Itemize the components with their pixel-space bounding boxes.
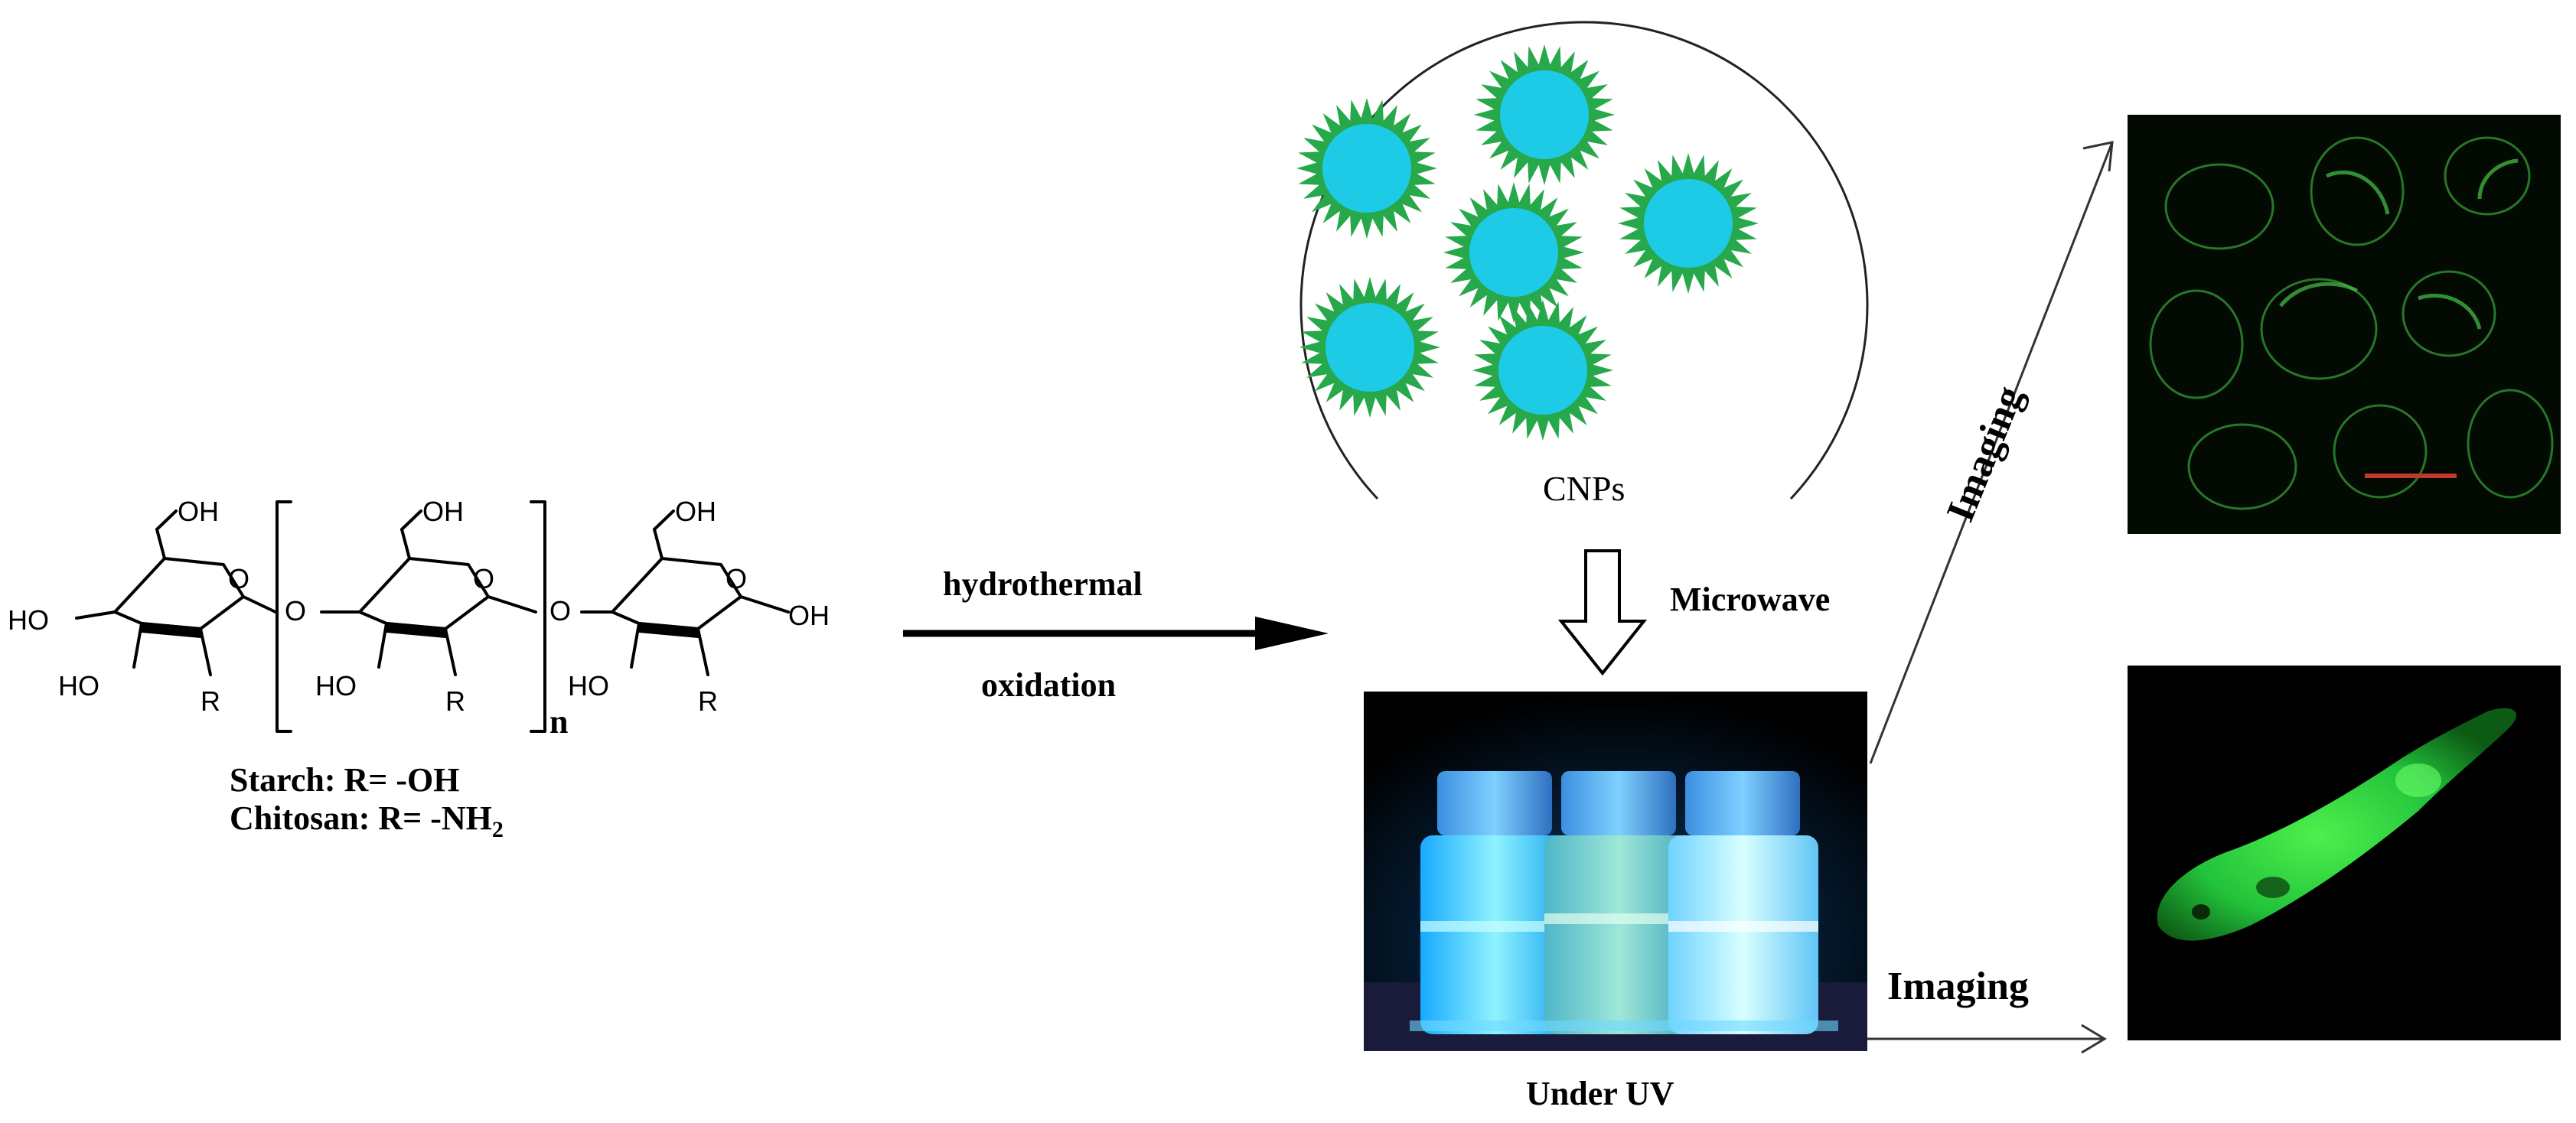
nanoparticle-core: [1644, 179, 1733, 268]
ho-label-3: HO: [315, 670, 357, 701]
reaction-label-top: hydrothermal: [943, 565, 1143, 603]
nanoparticle-core: [1498, 326, 1587, 415]
bridge-o-label-1: O: [285, 595, 307, 627]
polysaccharide-structure: [75, 500, 790, 733]
starch-formula: R= -OH: [344, 761, 460, 799]
ring-o-label-1: O: [228, 563, 250, 594]
chitosan-substituent: Chitosan: R= -NH2: [230, 799, 504, 843]
nanoparticle-core: [1500, 70, 1589, 159]
bridge-o-label-2: O: [549, 595, 572, 627]
nanoparticle-core: [1325, 303, 1414, 392]
ring-o-label-3: O: [726, 563, 748, 594]
ho-label-1: HO: [8, 604, 49, 636]
r-label-2: R: [445, 685, 465, 717]
ho-label-2: HO: [58, 670, 99, 701]
repeat-subscript-n: n: [549, 703, 569, 741]
glucose-ring-1: [75, 509, 245, 676]
microwave-arrow: [1557, 549, 1648, 676]
fish-imaging-photo: [2128, 666, 2561, 1040]
cells-illustration: [2128, 115, 2561, 534]
vials-illustration: [1364, 692, 1867, 1051]
r-label-1: R: [201, 685, 220, 717]
ring-o-label-2: O: [473, 563, 495, 594]
microwave-label: Microwave: [1670, 581, 1831, 618]
nanoparticle-core: [1469, 208, 1558, 297]
imaging-arrows: [1867, 141, 2114, 1054]
oh-label-4: OH: [788, 600, 830, 631]
cell-imaging-photo: [2128, 115, 2561, 534]
ho-label-4: HO: [568, 670, 609, 701]
starch-substituent: Starch: R= -OH: [230, 760, 459, 799]
cnps-label: CNPs: [1543, 469, 1625, 508]
uv-vials-photo: [1364, 692, 1867, 1051]
starch-name: Starch:: [230, 761, 336, 799]
reaction-label-bottom: oxidation: [981, 666, 1117, 704]
nanoparticle-core: [1322, 124, 1411, 213]
oh-label-1: OH: [178, 496, 219, 527]
oh-label-2: OH: [422, 496, 464, 527]
chitosan-name: Chitosan:: [230, 799, 370, 837]
glucose-ring-3: [487, 509, 790, 676]
cnp-circle: [1296, 21, 1869, 500]
zebrafish-illustration: [2128, 666, 2561, 1040]
chitosan-formula: R= -NH: [378, 799, 492, 837]
imaging-label-fish: Imaging: [1887, 965, 2029, 1008]
nh2-subscript: 2: [491, 816, 504, 842]
oh-label-3: OH: [675, 496, 716, 527]
reaction-arrow: [903, 617, 1329, 650]
r-label-3: R: [698, 685, 718, 717]
glucose-ring-2: [242, 509, 490, 676]
under-uv-caption: Under UV: [1526, 1075, 1674, 1112]
